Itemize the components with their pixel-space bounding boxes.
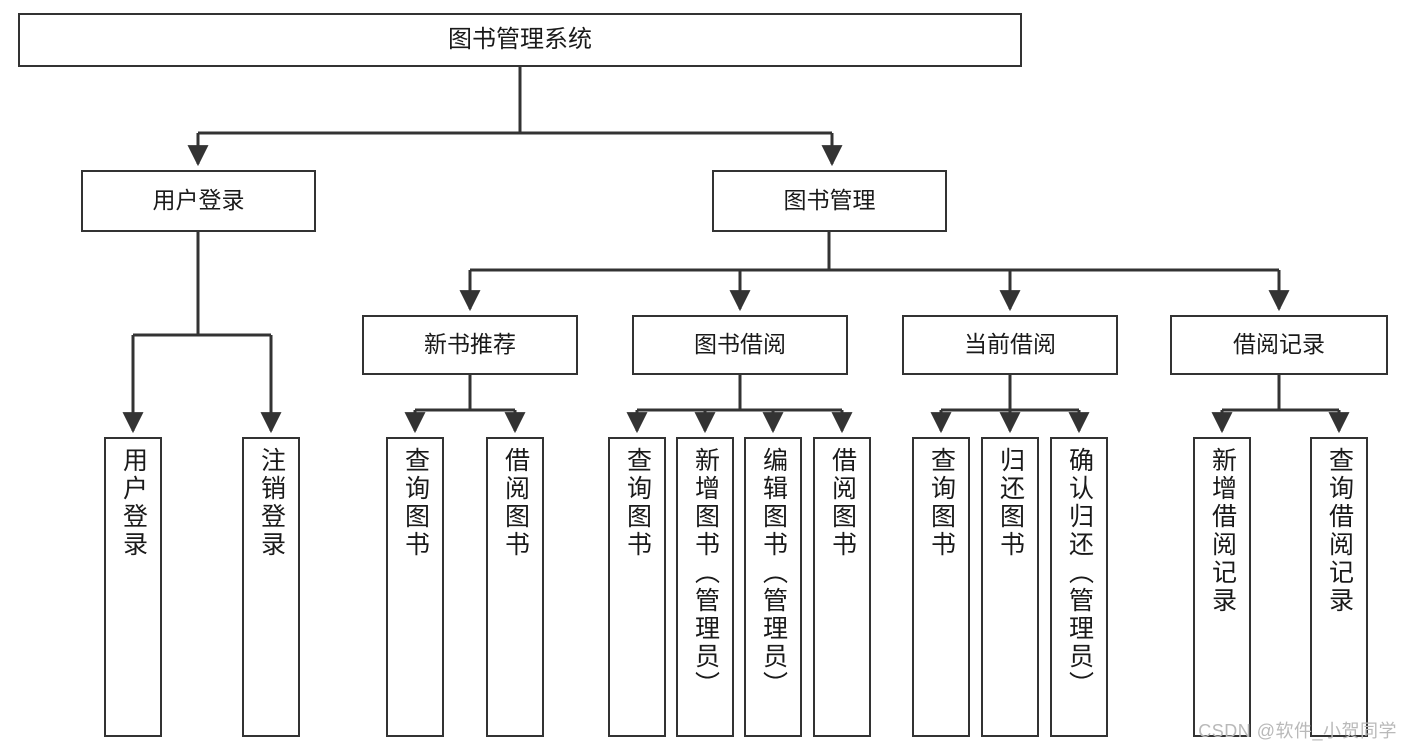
node-user-login[interactable]: 用户登录 <box>81 170 316 232</box>
node-label: 确认归还（管理员） <box>1065 447 1094 699</box>
node-label: 借阅记录 <box>1233 331 1325 358</box>
node-current-borrow[interactable]: 当前借阅 <box>902 315 1118 375</box>
node-book-manage[interactable]: 图书管理 <box>712 170 947 232</box>
node-new-book-recommend[interactable]: 新书推荐 <box>362 315 578 375</box>
node-leaf-add-book[interactable]: 新增图书（管理员） <box>676 437 734 737</box>
node-label: 图书借阅 <box>694 331 786 358</box>
node-label: 查询图书 <box>927 447 956 559</box>
node-leaf-query-book-2[interactable]: 查询图书 <box>608 437 666 737</box>
node-label: 图书管理系统 <box>448 25 592 53</box>
node-leaf-edit-book[interactable]: 编辑图书（管理员） <box>744 437 802 737</box>
node-leaf-user-login[interactable]: 用户登录 <box>104 437 162 737</box>
node-label: 用户登录 <box>152 187 245 214</box>
node-label: 新书推荐 <box>424 331 516 358</box>
node-leaf-add-record[interactable]: 新增借阅记录 <box>1193 437 1251 737</box>
node-leaf-logout[interactable]: 注销登录 <box>242 437 300 737</box>
node-label: 查询图书 <box>401 447 430 559</box>
node-leaf-return-book[interactable]: 归还图书 <box>981 437 1039 737</box>
node-label: 查询借阅记录 <box>1325 447 1354 615</box>
node-book-borrow[interactable]: 图书借阅 <box>632 315 848 375</box>
node-leaf-query-book-3[interactable]: 查询图书 <box>912 437 970 737</box>
node-label: 图书管理 <box>783 187 876 214</box>
node-leaf-query-book-1[interactable]: 查询图书 <box>386 437 444 737</box>
node-leaf-borrow-book-1[interactable]: 借阅图书 <box>486 437 544 737</box>
node-borrow-record[interactable]: 借阅记录 <box>1170 315 1388 375</box>
node-label: 归还图书 <box>996 447 1025 559</box>
node-label: 新增借阅记录 <box>1208 447 1237 615</box>
node-root[interactable]: 图书管理系统 <box>18 13 1022 67</box>
node-label: 查询图书 <box>623 447 652 559</box>
node-label: 借阅图书 <box>828 447 857 559</box>
node-leaf-query-record[interactable]: 查询借阅记录 <box>1310 437 1368 737</box>
node-label: 新增图书（管理员） <box>691 447 720 699</box>
node-label: 当前借阅 <box>964 331 1056 358</box>
node-label: 借阅图书 <box>501 447 530 559</box>
node-label: 注销登录 <box>257 447 286 559</box>
node-label: 编辑图书（管理员） <box>759 447 788 699</box>
node-leaf-confirm-return[interactable]: 确认归还（管理员） <box>1050 437 1108 737</box>
node-label: 用户登录 <box>119 447 148 559</box>
node-leaf-borrow-book-2[interactable]: 借阅图书 <box>813 437 871 737</box>
